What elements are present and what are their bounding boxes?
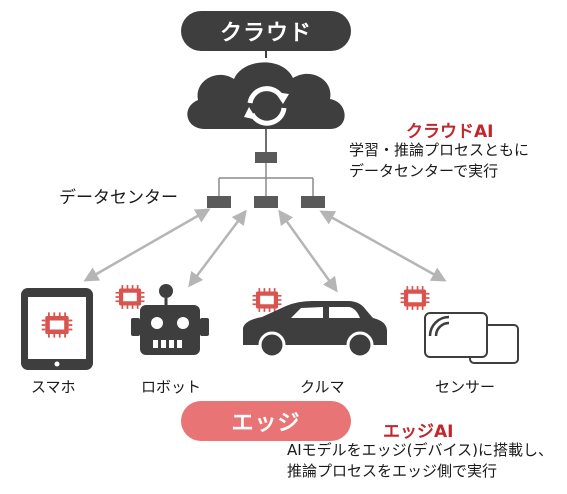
connection-arrows (83, 208, 447, 293)
arrow-sensor (319, 210, 447, 282)
edge-ai-desc-line-1: AIモデルをエッジ(デバイス)に搭載し、 (287, 441, 553, 459)
cloud-ai-description: 学習・推論プロセスともに データセンターで実行 (349, 140, 529, 182)
arrow-car (278, 209, 338, 293)
cloud-ai-desc-line-2: データセンターで実行 (349, 162, 499, 180)
server-node-right (301, 196, 325, 208)
cloud-label-pill: クラウド (181, 11, 351, 51)
arrow-robot (188, 209, 247, 288)
edge-label-pill: エッジ (181, 401, 351, 441)
edge-ai-title: エッジAI (383, 422, 454, 442)
smartphone-icon (21, 288, 93, 370)
datacenter-label: データセンター (59, 188, 178, 208)
sensor-icon (399, 285, 519, 364)
edge-ai-description: AIモデルをエッジ(デバイス)に搭載し、 推論プロセスをエッジ側で実行 (287, 440, 553, 482)
car-icon (243, 287, 387, 359)
server-node-top (255, 152, 277, 163)
cloud-ai-title: クラウドAI (406, 122, 494, 142)
device-label-sensor: センサー (435, 378, 496, 396)
edge-ai-desc-line-2: 推論プロセスをエッジ側で実行 (287, 462, 498, 480)
server-node-left (207, 196, 231, 208)
server-node-center (254, 196, 278, 208)
arrow-smartphone (83, 208, 211, 282)
device-label-smartphone: スマホ (31, 378, 76, 396)
device-label-robot: ロボット (141, 378, 202, 396)
network-tree (207, 129, 325, 208)
device-label-car: クルマ (300, 378, 345, 396)
cloud-ai-desc-line-1: 学習・推論プロセスともに (349, 141, 530, 159)
cloud-icon (187, 62, 345, 129)
robot-icon (114, 284, 209, 355)
